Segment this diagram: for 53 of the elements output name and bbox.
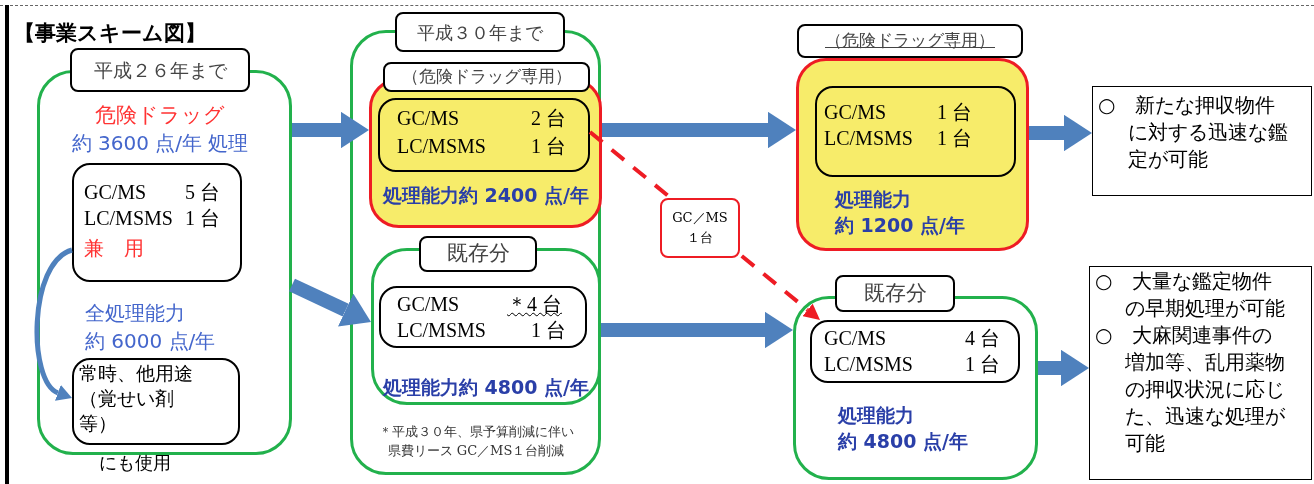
tab-label: 平成２６年まで (70, 48, 250, 92)
item-text: GC/MS (397, 106, 461, 131)
count-text: 1 台 (531, 134, 567, 159)
count-text: 2 台 (531, 106, 567, 131)
capacity-text: 約 6000 点/年 (85, 328, 217, 355)
item-text: LC/MSMS (824, 126, 914, 151)
result-text: ○ 大麻関連事件の増加等、乱用薬物の押収状況に応じた、迅速な処理が可能 (1095, 322, 1286, 457)
note-text: にも使用 (99, 451, 172, 475)
count-text: 4 台 (965, 326, 1001, 351)
count-text: ＊4 台 (507, 292, 563, 317)
equipment-box (815, 86, 1016, 177)
count-text: 1 台 (937, 126, 973, 151)
equipment-box (378, 98, 590, 172)
heading-text: 危険ドラッグ (94, 102, 226, 129)
result-text: ○ 新たな押収物件に対する迅速な鑑定が可能 (1098, 92, 1289, 173)
count-text: 1 台 (937, 100, 973, 125)
result-box (1092, 86, 1312, 196)
equipment-box (379, 286, 587, 348)
tab-label: 既存分 (419, 236, 537, 272)
equipment-box (72, 163, 242, 282)
tab-label: （危険ドラッグ専用） (797, 24, 1023, 58)
tab-label: （危険ドラッグ専用） (383, 62, 590, 92)
tab-label: 既存分 (835, 275, 955, 312)
capacity-text: 処理能力約 2400 点/年 (381, 183, 591, 208)
capacity-text: 約 1200 点/年 (835, 213, 967, 238)
item-text: GC/MS (397, 292, 461, 317)
capacity-text: 処理能力 (838, 403, 915, 428)
curved-arrow (34, 247, 74, 402)
tab-label: 平成３０年まで (395, 12, 565, 52)
item-text: LC/MSMS (824, 352, 914, 377)
result-text: ○ 大量な鑑定物件の早期処理が可能 (1095, 268, 1286, 322)
count-text: 1 台 (531, 318, 567, 343)
capacity-text: 全処理能力 (85, 300, 186, 327)
title-text: 【事業スキーム図】 (14, 20, 206, 47)
equipment-box (810, 320, 1020, 383)
count-text: 約 3600 点/年 処理 (70, 130, 250, 157)
capacity-text: 約 4800 点/年 (838, 429, 970, 454)
item-text: LC/MSMS (397, 134, 487, 159)
usage-text: 兼 用 (84, 235, 145, 262)
capacity-text: 処理能力約 4800 点/年 (381, 375, 591, 400)
item-text: LC/MSMS (84, 206, 174, 231)
count-text: 5 台 (185, 180, 221, 205)
capacity-text: 処理能力 (835, 187, 912, 212)
edge-label: GC／MS １台 (660, 198, 740, 258)
count-text: 1 台 (185, 206, 221, 231)
result-box (1089, 266, 1312, 480)
footnote-text: ＊平成３０年、県予算削減に伴い県費リース GC／MS１台削減 (377, 423, 575, 460)
item-text: GC/MS (84, 180, 148, 205)
item-text: GC/MS (824, 326, 888, 351)
item-text: LC/MSMS (397, 318, 487, 343)
item-text: GC/MS (824, 100, 888, 125)
note-text: 常時、他用途（覚せい剤等） (79, 361, 194, 436)
count-text: 1 台 (965, 352, 1001, 377)
